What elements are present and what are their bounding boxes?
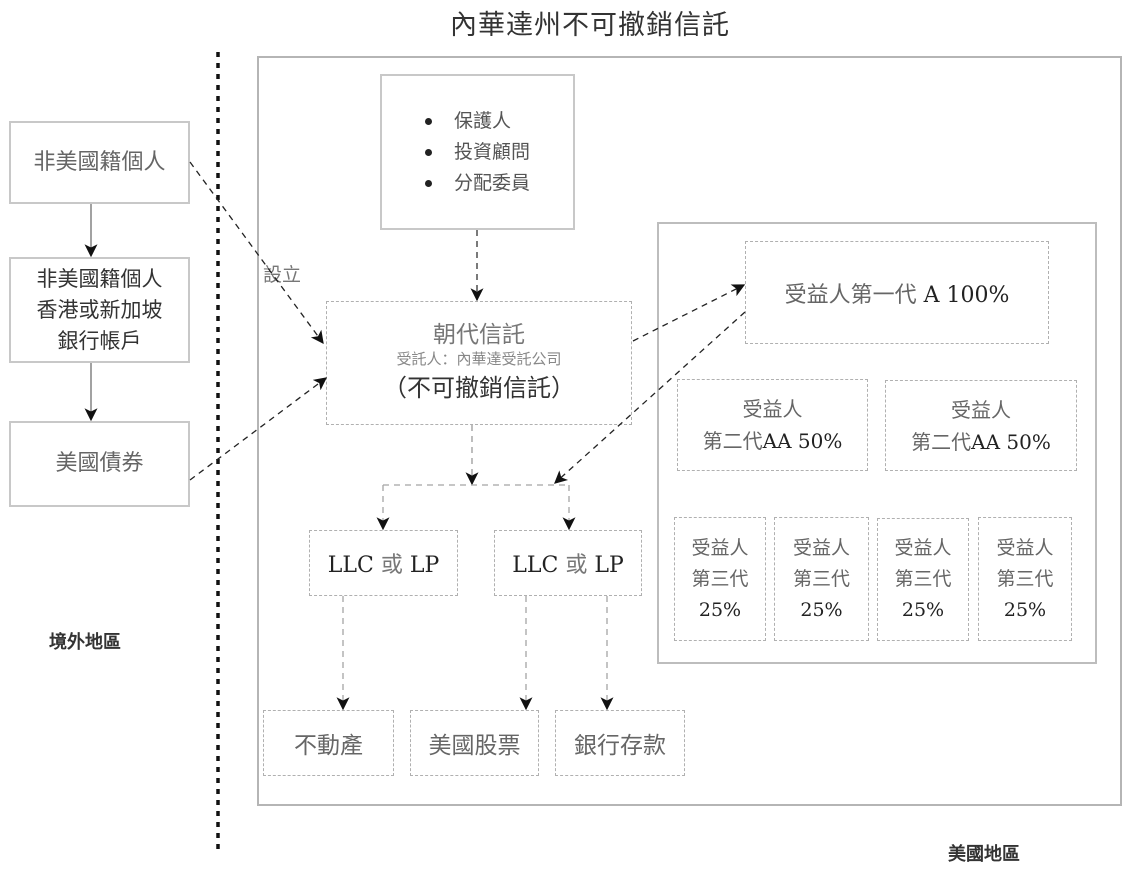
entity-connector: 或 (380, 553, 403, 578)
trust-name: 朝代信託 (433, 322, 525, 348)
gen3-generation: 第三代 (996, 567, 1054, 590)
gen3-title: 受益人 (792, 536, 850, 559)
gen2-name: AA (971, 429, 1001, 454)
gen3-share: 25% (800, 598, 843, 621)
asset-label: 美國股票 (428, 733, 521, 759)
gen3-generation: 第三代 (792, 567, 850, 590)
beneficiary-gen2-box: 受益人 第二代AA 50% (677, 379, 868, 471)
beneficiary-gen2-text: 受益人 第二代AA 50% (703, 393, 843, 457)
asset-box-bank-deposits: 銀行存款 (555, 710, 685, 776)
gen3-share: 25% (698, 598, 742, 621)
beneficiary-gen3-box: 受益人 第三代 25% (978, 517, 1072, 641)
beneficiary-gen3-text: 受益人 第三代 25% (691, 533, 748, 626)
gen1-name: A (923, 282, 940, 308)
beneficiary-gen3-box: 受益人 第三代 25% (774, 517, 869, 641)
offshore-bank-account-text: 非美國籍個人 香港或新加坡 銀行帳戶 (37, 264, 163, 357)
entity-label: LLC 或 LP (512, 547, 624, 579)
role-item: 分配委員 (424, 168, 530, 199)
beneficiary-gen2-text: 受益人 第二代AA 50% (911, 394, 1051, 458)
trust-roles-box: 保護人 投資顧問 分配委員 (380, 74, 575, 230)
us-bonds-box: 美國債券 (9, 421, 190, 507)
beneficiary-gen3-box: 受益人 第三代 25% (674, 517, 766, 641)
role-label: 投資顧問 (453, 140, 530, 163)
entity-box-left: LLC 或 LP (309, 530, 458, 596)
trust-roles-list: 保護人 投資顧問 分配委員 (424, 106, 530, 199)
bullet-icon (424, 179, 432, 187)
asset-label: 銀行存款 (574, 733, 666, 759)
bank-account-line3: 銀行帳戶 (57, 328, 142, 353)
entity-prefix: LLC (327, 553, 374, 578)
gen2-generation: 第二代 (702, 429, 763, 453)
gen3-title: 受益人 (691, 536, 749, 559)
us-bonds-label: 美國債券 (55, 451, 144, 476)
role-item: 投資顧問 (424, 137, 530, 168)
gen3-share: 25% (1003, 598, 1047, 621)
bullet-icon (424, 117, 432, 125)
beneficiary-gen3-text: 受益人 第三代 25% (793, 533, 850, 626)
gen2-share: 50% (797, 429, 843, 453)
gen2-share: 50% (1006, 429, 1051, 454)
bank-account-line2: 香港或新加坡 (36, 297, 163, 322)
gen2-title: 受益人 (742, 397, 803, 421)
dynasty-trust-box: 朝代信託 受託人：內華達受託公司 （不可撤銷信託） (326, 301, 632, 425)
beneficiary-gen3-box: 受益人 第三代 25% (877, 518, 969, 641)
gen1-share: 100% (946, 282, 1010, 308)
gen3-generation: 第三代 (691, 567, 749, 590)
gen2-detail: 第二代AA 50% (703, 425, 843, 457)
entity-label: LLC 或 LP (328, 547, 440, 579)
entity-suffix: LP (594, 553, 624, 578)
establish-label: 設立 (263, 264, 302, 286)
asset-box-us-stocks: 美國股票 (410, 710, 539, 776)
entity-connector: 或 (565, 553, 588, 578)
role-label: 保護人 (453, 109, 511, 132)
offshore-bank-account-box: 非美國籍個人 香港或新加坡 銀行帳戶 (9, 257, 190, 363)
bank-account-line1: 非美國籍個人 (36, 266, 163, 291)
entity-prefix: LLC (512, 553, 559, 578)
role-item: 保護人 (424, 106, 530, 137)
beneficiary-gen1-label: 受益人第一代 A 100% (785, 277, 1010, 309)
non-us-individual-box: 非美國籍個人 (9, 121, 190, 204)
gen3-title: 受益人 (996, 536, 1054, 559)
role-label: 分配委員 (453, 171, 530, 194)
gen2-detail: 第二代AA 50% (911, 426, 1051, 458)
trustee-label: 受託人：內華達受託公司 (396, 350, 562, 368)
diagram-title: 內華達州不可撤銷信託 (450, 10, 730, 41)
beneficiary-gen3-text: 受益人 第三代 25% (894, 533, 951, 626)
gen3-generation: 第三代 (894, 568, 952, 590)
non-us-individual-label: 非美國籍個人 (33, 149, 166, 175)
gen1-title: 受益人第一代 (784, 282, 917, 308)
bullet-icon (424, 148, 432, 156)
beneficiary-gen1-box: 受益人第一代 A 100% (745, 241, 1049, 344)
gen2-generation: 第二代 (911, 429, 972, 454)
gen3-share: 25% (901, 599, 945, 621)
asset-box-real-estate: 不動產 (263, 710, 394, 776)
trust-type: （不可撤銷信託） (383, 374, 575, 402)
gen3-title: 受益人 (894, 537, 952, 559)
entity-box-right: LLC 或 LP (494, 530, 642, 596)
offshore-region-label: 境外地區 (49, 632, 121, 653)
beneficiary-gen3-text: 受益人 第三代 25% (996, 533, 1053, 626)
entity-suffix: LP (409, 553, 440, 578)
gen2-name: AA (762, 429, 792, 453)
gen2-title: 受益人 (950, 397, 1011, 422)
us-region-label: 美國地區 (948, 844, 1020, 865)
asset-label: 不動產 (294, 733, 363, 759)
beneficiary-gen2-box: 受益人 第二代AA 50% (885, 380, 1077, 471)
